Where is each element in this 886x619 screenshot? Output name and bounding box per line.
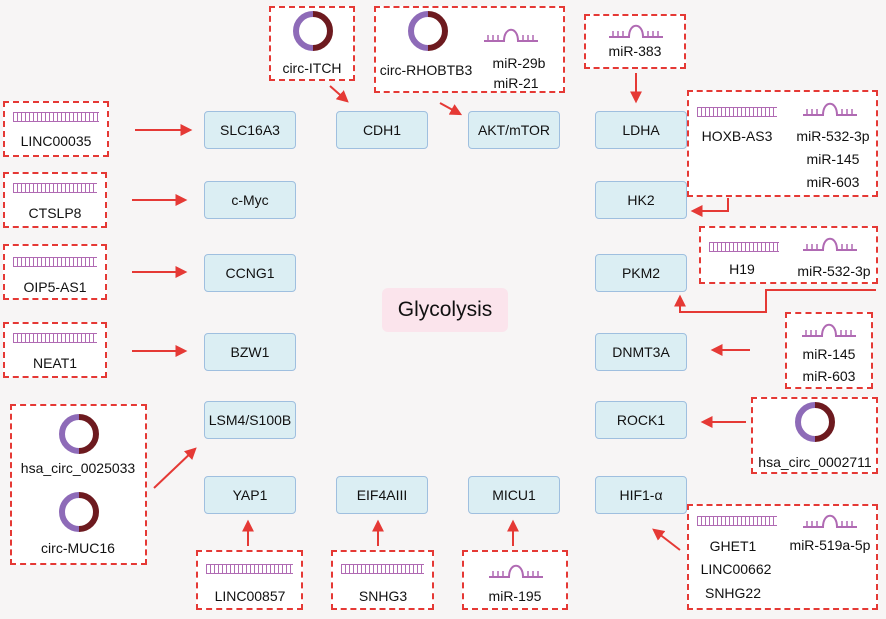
lncrna-icon: [13, 183, 97, 193]
mirna-hairpin-icon: [484, 28, 538, 42]
label-oip5-as1: OIP5-AS1: [23, 279, 87, 295]
label-mir-145-b: miR-145: [802, 346, 856, 362]
label-linc00857: LINC00857: [214, 588, 286, 604]
label-mir-195: miR-195: [488, 588, 542, 604]
gene-ldha: LDHA: [595, 111, 687, 149]
gene-micu1: MICU1: [468, 476, 560, 514]
regulator-box-mir-383: miR-383: [584, 14, 686, 69]
label-circ-muc16: circ-MUC16: [41, 540, 115, 556]
arrow-ghet1-hif1a: [652, 528, 681, 551]
label-mir-145: miR-145: [806, 151, 860, 167]
lncrna-icon: [341, 564, 424, 574]
regulator-box-neat1: NEAT1: [3, 322, 107, 378]
arrow-rhobtb3-akt: [439, 102, 463, 116]
label-hsa-circ-0025033: hsa_circ_0025033: [20, 460, 136, 476]
label-circ-itch: circ-ITCH: [282, 60, 342, 76]
mirna-hairpin-icon: [803, 514, 857, 528]
gene-bzw1: BZW1: [204, 333, 296, 371]
lncrna-icon: [697, 107, 777, 117]
label-snhg22: SNHG22: [704, 585, 762, 601]
regulator-box-circ-itch: circ-ITCH: [269, 6, 355, 81]
label-mir-29b: miR-29b: [492, 55, 546, 71]
label-mir-532-3p: miR-532-3p: [796, 128, 870, 144]
label-mir-21: miR-21: [493, 75, 539, 91]
label-linc00035: LINC00035: [20, 133, 92, 149]
gene-c-myc: c-Myc: [204, 181, 296, 219]
gene-eif4aiii: EIF4AIII: [336, 476, 428, 514]
regulator-box-hsa-circ-0025033: hsa_circ_0025033 circ-MUC16: [10, 404, 147, 565]
arrow-hoxb-as3-hk2: [690, 198, 729, 217]
label-mir-532-3p-h19: miR-532-3p: [797, 263, 871, 279]
mirna-hairpin-icon: [802, 323, 856, 337]
circrna-icon: [293, 11, 333, 51]
lncrna-icon: [709, 242, 779, 252]
regulator-box-linc00857: LINC00857: [196, 550, 303, 610]
gene-cdh1: CDH1: [336, 111, 428, 149]
mirna-hairpin-icon: [609, 24, 663, 38]
gene-slc16a3: SLC16A3: [204, 111, 296, 149]
circrna-icon: [59, 492, 99, 532]
regulator-box-oip5-as1: OIP5-AS1: [3, 244, 107, 300]
regulator-box-linc00035: LINC00035: [3, 101, 109, 157]
lncrna-icon: [697, 516, 777, 526]
regulator-box-ghet1: GHET1 miR-519a-5p LINC00662 SNHG22: [687, 504, 878, 610]
gene-rock1: ROCK1: [595, 401, 687, 439]
label-circ-rhobtb3: circ-RHOBTB3: [379, 62, 473, 78]
gene-hif1a: HIF1-α: [595, 476, 687, 514]
mirna-hairpin-icon: [489, 564, 543, 578]
mirna-hairpin-icon: [803, 237, 857, 251]
regulator-box-ctslp8: CTSLP8: [3, 172, 107, 228]
gene-lsm4-s100b: LSM4/S100B: [204, 401, 296, 439]
label-mir-519a-5p: miR-519a-5p: [789, 537, 871, 553]
lncrna-icon: [13, 333, 97, 343]
lncrna-icon: [13, 112, 99, 122]
circrna-icon: [408, 11, 448, 51]
label-neat1: NEAT1: [32, 355, 78, 371]
label-hsa-circ-0002711: hsa_circ_0002711: [758, 454, 872, 470]
label-ctslp8: CTSLP8: [28, 205, 82, 221]
arrow-circ-lsm4: [153, 447, 197, 489]
lncrna-icon: [13, 257, 97, 267]
label-h19: H19: [729, 261, 755, 277]
glycolysis-label: Glycolysis: [382, 288, 508, 332]
label-hoxb-as3: HOXB-AS3: [701, 128, 773, 144]
regulator-box-mir-195: miR-195: [462, 550, 568, 610]
gene-dnmt3a: DNMT3A: [595, 333, 687, 371]
circrna-icon: [795, 402, 835, 442]
label-snhg3: SNHG3: [358, 588, 408, 604]
lncrna-icon: [206, 564, 293, 574]
label-ghet1: GHET1: [709, 538, 757, 554]
arrow-circ-itch-cdh1: [329, 85, 349, 103]
mirna-hairpin-icon: [803, 102, 857, 116]
label-linc00662: LINC00662: [700, 561, 772, 577]
regulator-box-h19: H19 miR-532-3p: [699, 226, 878, 284]
regulator-box-snhg3: SNHG3: [331, 550, 434, 610]
gene-akt-mtor: AKT/mTOR: [468, 111, 560, 149]
regulator-box-hoxb-as3: HOXB-AS3 miR-532-3p miR-145 miR-603: [687, 90, 878, 197]
gene-ccng1: CCNG1: [204, 254, 296, 292]
arrow-h19-pkm2: [674, 289, 876, 313]
gene-hk2: HK2: [595, 181, 687, 219]
circrna-icon: [59, 414, 99, 454]
regulator-box-mir-145-mir-603: miR-145 miR-603: [785, 312, 873, 389]
regulator-box-circ-rhobtb3: circ-RHOBTB3 miR-29b miR-21: [374, 6, 565, 93]
label-mir-383: miR-383: [608, 43, 662, 59]
label-mir-603-b: miR-603: [802, 368, 856, 384]
regulator-box-hsa-circ-0002711: hsa_circ_0002711: [751, 397, 878, 474]
label-mir-603: miR-603: [806, 174, 860, 190]
gene-pkm2: PKM2: [595, 254, 687, 292]
gene-yap1: YAP1: [204, 476, 296, 514]
